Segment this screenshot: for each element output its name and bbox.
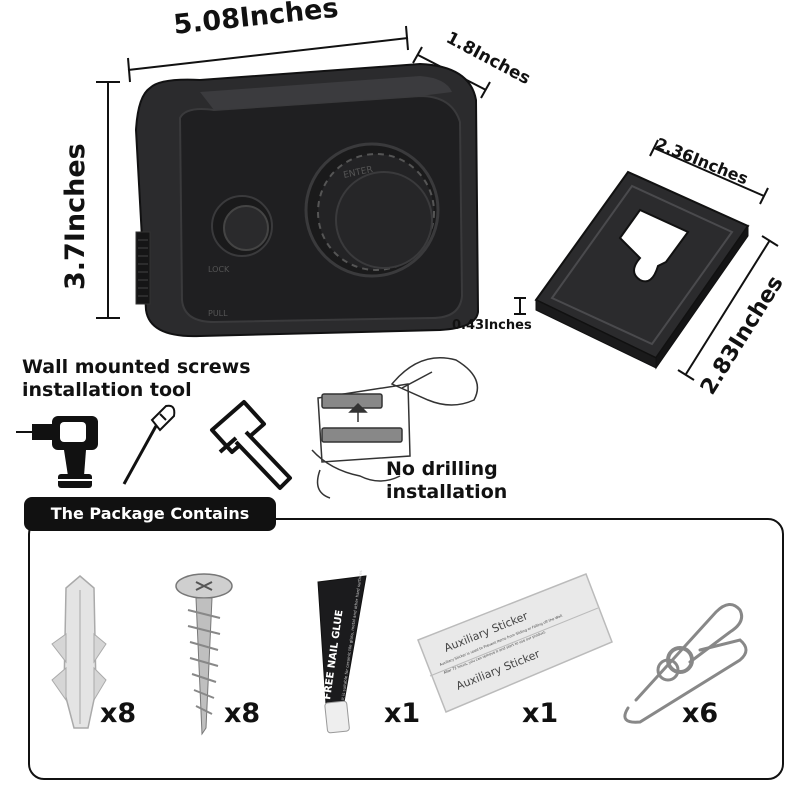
height-dimension-label: 3.7Inches — [60, 143, 91, 290]
width-dimension-line — [127, 25, 409, 83]
nail-glue-image: FREE NAIL GLUE It is suitable for cerami… — [317, 570, 367, 734]
screw-image — [175, 573, 233, 736]
tools-title-line1: Wall mounted screws — [22, 356, 251, 378]
height-dimension-line — [96, 81, 120, 319]
no-drill-text: No drilling installation — [386, 458, 586, 504]
plate-thickness-line — [514, 297, 526, 315]
no-drill-line1: No drilling — [386, 458, 498, 480]
plate-width-line — [649, 139, 769, 205]
pull-label: PULL — [208, 309, 228, 318]
lock-label: LOCK — [208, 265, 230, 274]
clip-image — [623, 603, 748, 724]
no-drill-line2: installation — [386, 481, 508, 503]
no-drill-illustration — [311, 356, 479, 499]
plate-height-line — [677, 235, 779, 381]
screwdriver-icon — [122, 404, 176, 485]
auxiliary-sticker-qty: x1 — [522, 698, 559, 729]
clip-qty: x6 — [682, 698, 719, 729]
package-title: The Package Contains — [24, 497, 276, 531]
screw-qty: x8 — [224, 698, 261, 729]
drill-icon — [16, 416, 98, 488]
wall-anchor-qty: x8 — [100, 698, 137, 729]
nail-glue-qty: x1 — [384, 698, 421, 729]
tools-title: Wall mounted screws installation tool — [22, 356, 322, 402]
hammer-icon — [210, 400, 292, 490]
mounting-plate — [534, 170, 750, 370]
auxiliary-sticker-image: Auxiliary Sticker Auxiliary Sticker Auxi… — [417, 573, 613, 713]
wall-anchor-image — [51, 575, 107, 729]
plate-thickness-label: 0.43Inches — [452, 318, 532, 333]
clothesline-housing — [134, 62, 480, 338]
package-box — [28, 518, 784, 780]
tools-title-line2: installation tool — [22, 379, 192, 401]
